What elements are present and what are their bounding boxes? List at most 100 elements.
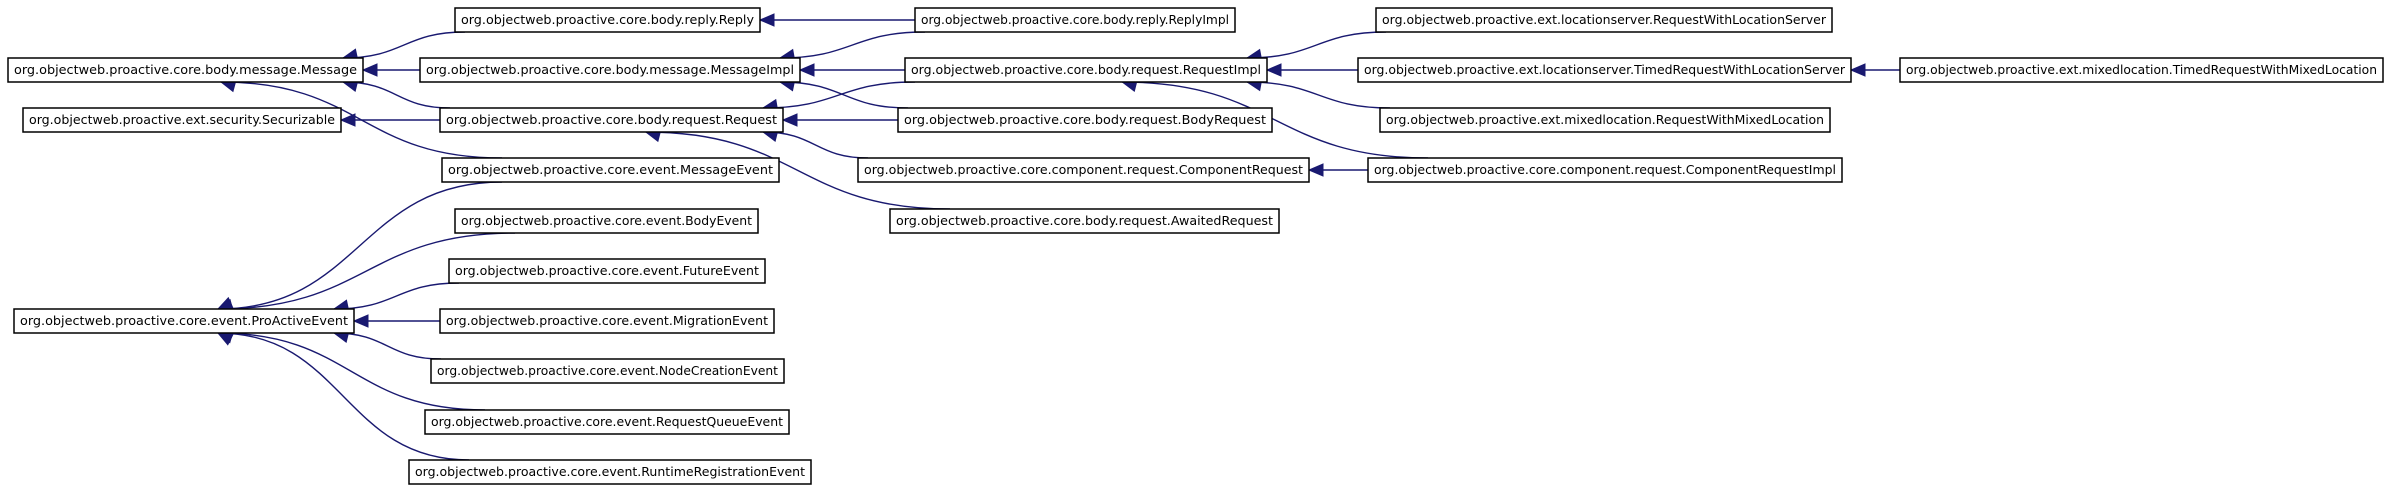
class-label: org.objectweb.proactive.core.body.messag…: [14, 63, 357, 77]
inheritance-edge-timed_request_with_location_server-to-request_impl: [1265, 63, 1358, 77]
edge-line: [333, 332, 442, 360]
class-box: [889, 208, 1280, 234]
class-box: [1367, 157, 1843, 183]
inheritance-edge-reply_impl-to-message_impl: [778, 31, 926, 63]
class-label: org.objectweb.proactive.core.body.reques…: [446, 113, 777, 127]
class-label: org.objectweb.proactive.core.event.NodeC…: [437, 364, 778, 378]
class-node-timed-request-with-mixed-location[interactable]: org.objectweb.proactive.ext.mixedlocatio…: [1899, 57, 2384, 83]
class-box: [454, 7, 761, 33]
class-node-proactive-event[interactable]: org.objectweb.proactive.core.event.ProAc…: [13, 308, 355, 334]
inheritance-edge-reply_impl-to-reply: [758, 13, 915, 27]
class-label: org.objectweb.proactive.core.event.ProAc…: [20, 314, 348, 328]
inheritance-edge-request-to-message: [341, 78, 451, 109]
class-node-body-request[interactable]: org.objectweb.proactive.core.body.reques…: [897, 107, 1273, 133]
class-node-awaited-request[interactable]: org.objectweb.proactive.core.body.reques…: [889, 208, 1280, 234]
edge-line: [342, 81, 451, 109]
class-node-reply-impl[interactable]: org.objectweb.proactive.core.body.reply.…: [914, 7, 1236, 33]
class-label: org.objectweb.proactive.core.body.reques…: [911, 63, 1261, 77]
arrowhead: [361, 63, 378, 77]
class-box: [408, 459, 812, 485]
edge-line: [645, 131, 951, 210]
class-label: org.objectweb.proactive.core.event.Runti…: [415, 465, 805, 479]
class-box: [22, 107, 342, 133]
class-label: org.objectweb.proactive.ext.security.Sec…: [29, 113, 335, 127]
arrowhead: [1265, 63, 1282, 77]
class-node-message-event[interactable]: org.objectweb.proactive.core.event.Messa…: [441, 157, 780, 183]
class-node-request-with-location-server[interactable]: org.objectweb.proactive.ext.locationserv…: [1375, 7, 1833, 33]
class-label: org.objectweb.proactive.core.event.Futur…: [455, 264, 759, 278]
class-node-migration-event[interactable]: org.objectweb.proactive.core.event.Migra…: [439, 308, 775, 334]
class-box: [430, 358, 785, 384]
inheritance-edge-request_impl-to-message_impl: [798, 63, 905, 77]
inheritance-edge-message_event-to-proactive_event: [216, 181, 503, 310]
arrowhead: [216, 332, 234, 346]
class-node-request-impl[interactable]: org.objectweb.proactive.core.body.reques…: [904, 57, 1268, 83]
class-label: org.objectweb.proactive.core.event.Reque…: [431, 415, 783, 429]
class-label: org.objectweb.proactive.core.component.r…: [864, 163, 1303, 177]
edge-line: [342, 31, 466, 59]
class-box: [454, 208, 759, 234]
class-box: [419, 57, 801, 83]
class-node-securizable[interactable]: org.objectweb.proactive.ext.security.Sec…: [22, 107, 342, 133]
arrowhead: [781, 113, 798, 127]
inheritance-edge-component_request_impl-to-component_request: [1307, 163, 1368, 177]
edge-line: [1246, 31, 1387, 59]
class-label: org.objectweb.proactive.core.body.reply.…: [921, 13, 1229, 27]
edge-line: [217, 181, 503, 310]
class-node-reply[interactable]: org.objectweb.proactive.core.body.reply.…: [454, 7, 761, 33]
class-box: [914, 7, 1236, 33]
class-box: [439, 107, 784, 133]
class-box: [441, 157, 780, 183]
edge-line: [762, 131, 869, 159]
class-label: org.objectweb.proactive.core.body.reply.…: [461, 13, 754, 27]
class-box: [448, 258, 766, 284]
edges-layer: [216, 13, 1900, 461]
edge-line: [1246, 81, 1391, 109]
class-node-message[interactable]: org.objectweb.proactive.core.body.messag…: [7, 57, 364, 83]
class-label: org.objectweb.proactive.core.body.reques…: [904, 113, 1266, 127]
arrowhead: [1307, 163, 1324, 177]
class-label: org.objectweb.proactive.core.body.reques…: [896, 214, 1273, 228]
class-node-node-creation-event[interactable]: org.objectweb.proactive.core.event.NodeC…: [430, 358, 785, 384]
class-label: org.objectweb.proactive.core.event.Migra…: [446, 314, 768, 328]
inheritance-edge-timed_request_with_mixed_location-to-timed_request_with_location_server: [1849, 63, 1900, 77]
class-node-message-impl[interactable]: org.objectweb.proactive.core.body.messag…: [419, 57, 801, 83]
class-box: [1379, 107, 1831, 133]
class-node-body-event[interactable]: org.objectweb.proactive.core.event.BodyE…: [454, 208, 759, 234]
class-box: [897, 107, 1273, 133]
class-node-timed-request-with-location-server[interactable]: org.objectweb.proactive.ext.locationserv…: [1357, 57, 1852, 83]
class-box: [1375, 7, 1833, 33]
nodes-layer: org.objectweb.proactive.core.body.messag…: [7, 7, 2384, 485]
edge-line: [217, 232, 516, 310]
class-node-future-event[interactable]: org.objectweb.proactive.core.event.Futur…: [448, 258, 766, 284]
inheritance-edge-node_creation_event-to-proactive_event: [332, 329, 442, 360]
arrowhead: [1849, 63, 1866, 77]
edge-line: [333, 282, 460, 310]
inheritance-edge-runtime_registration_event-to-proactive_event: [216, 332, 470, 461]
inheritance-edge-future_event-to-proactive_event: [332, 282, 460, 313]
class-label: org.objectweb.proactive.core.event.Messa…: [448, 163, 773, 177]
edge-line: [217, 332, 486, 411]
arrowhead: [339, 113, 356, 127]
inheritance-edge-message_impl-to-message: [361, 63, 420, 77]
class-label: org.objectweb.proactive.ext.locationserv…: [1382, 13, 1826, 27]
class-node-request-with-mixed-location[interactable]: org.objectweb.proactive.ext.mixedlocatio…: [1379, 107, 1831, 133]
class-node-component-request-impl[interactable]: org.objectweb.proactive.core.component.r…: [1367, 157, 1843, 183]
inheritance-edge-body_request-to-request: [781, 113, 898, 127]
edge-line: [217, 332, 470, 461]
inheritance-edge-reply-to-message: [341, 31, 466, 62]
class-box: [1357, 57, 1852, 83]
class-node-component-request[interactable]: org.objectweb.proactive.core.component.r…: [857, 157, 1310, 183]
edge-line: [1122, 81, 1429, 159]
class-label: org.objectweb.proactive.ext.mixedlocatio…: [1906, 63, 2377, 77]
class-box: [439, 308, 775, 334]
class-node-runtime-registration-event[interactable]: org.objectweb.proactive.core.event.Runti…: [408, 459, 812, 485]
class-box: [904, 57, 1268, 83]
arrowhead: [352, 314, 369, 328]
class-box: [424, 409, 790, 435]
inheritance-edge-request_with_location_server-to-request_impl: [1245, 31, 1387, 62]
class-node-request-queue-event[interactable]: org.objectweb.proactive.core.event.Reque…: [424, 409, 790, 435]
inheritance-edge-request-to-securizable: [339, 113, 440, 127]
class-node-request[interactable]: org.objectweb.proactive.core.body.reques…: [439, 107, 784, 133]
